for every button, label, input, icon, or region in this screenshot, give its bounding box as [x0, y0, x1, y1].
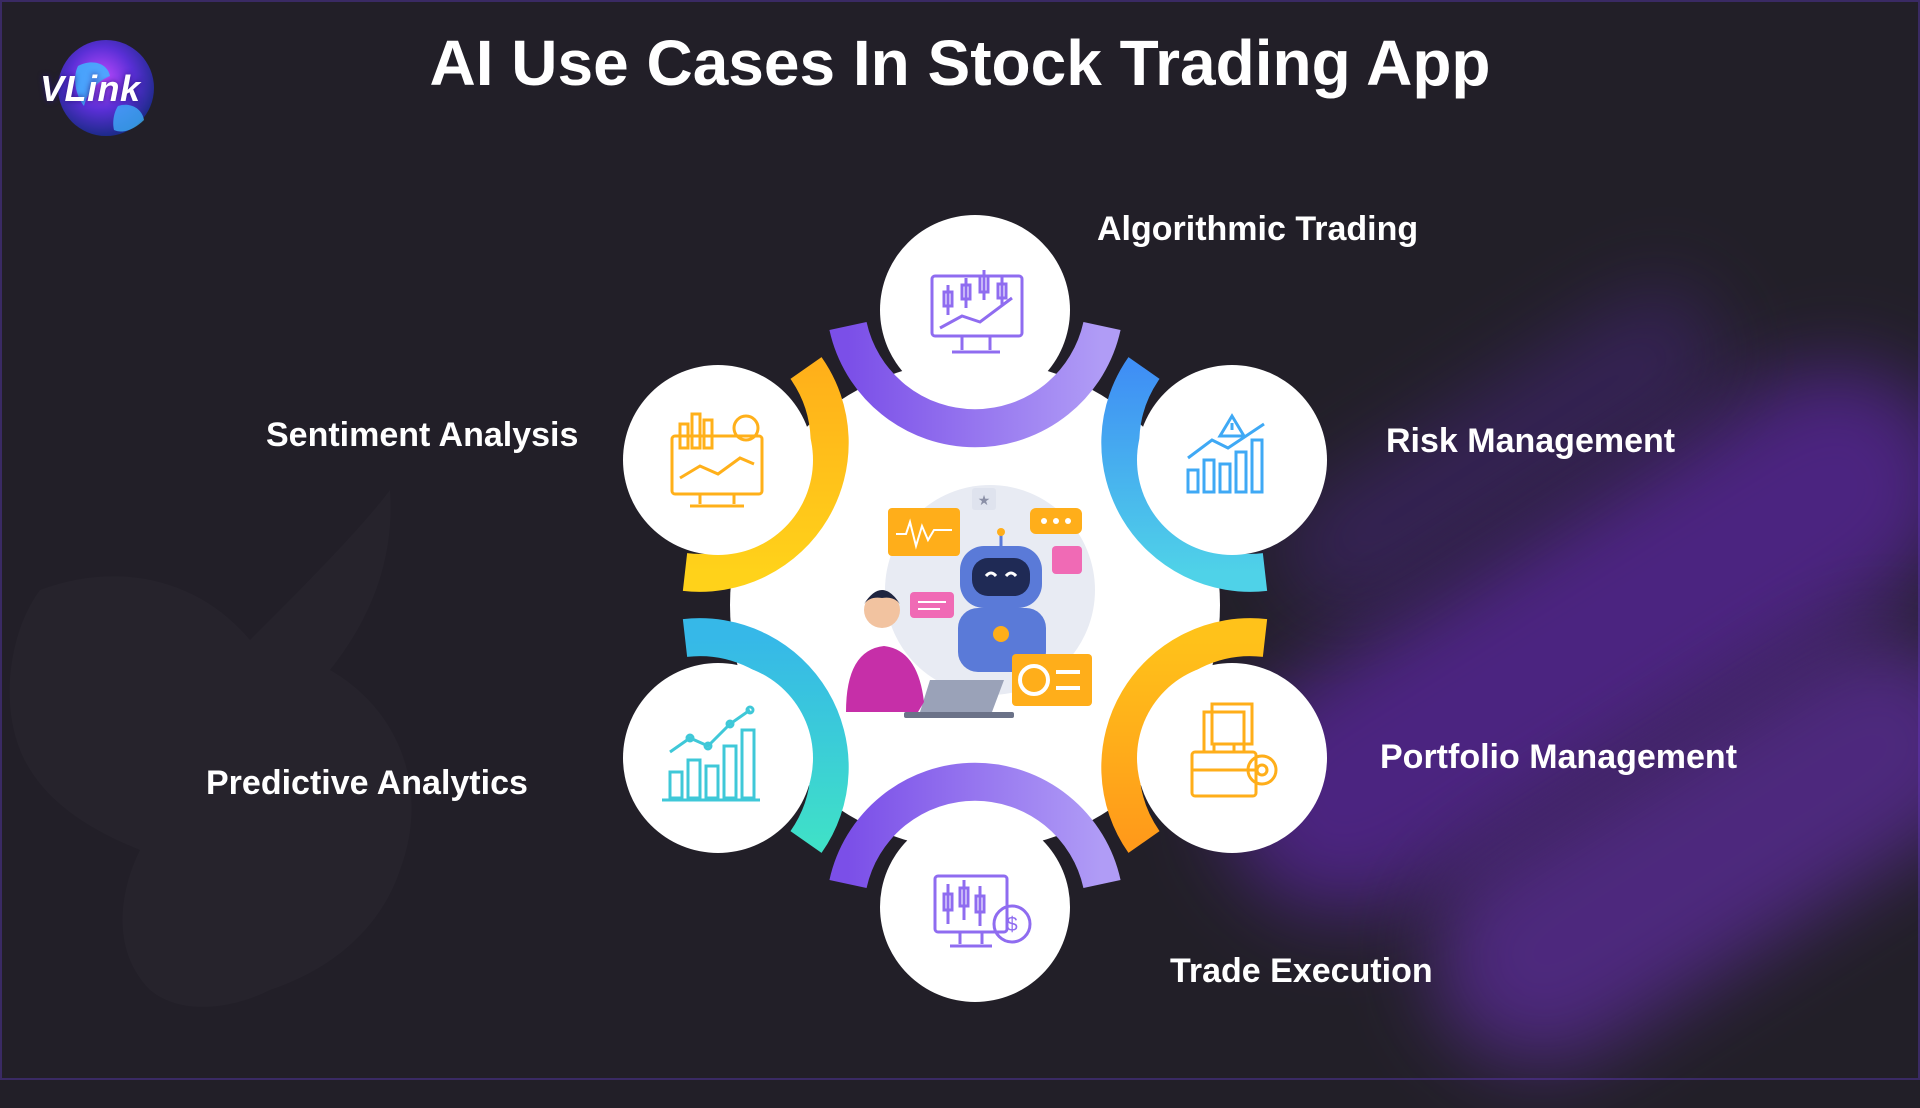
vlink-logo-icon: [58, 40, 154, 136]
use-case-sentiment-analysis: [623, 357, 849, 592]
analytics-dashboard-monitor-icon: [670, 412, 764, 508]
warning-bar-chart-icon: [1186, 413, 1265, 494]
use-case-algorithmic-trading: [829, 215, 1121, 448]
label-sentiment-analysis: Sentiment Analysis: [266, 416, 579, 454]
use-case-portfolio-management: [1101, 618, 1327, 853]
ai-robot-assistant-with-person-illustration: ★: [846, 485, 1095, 718]
use-case-diagram: $: [623, 215, 1327, 1002]
growth-bar-chart-icon: [662, 705, 760, 802]
label-portfolio-management: Portfolio Management: [1380, 738, 1738, 776]
bull-silhouette-icon: [9, 490, 412, 1007]
use-case-risk-management: [1101, 357, 1327, 592]
page-title: AI Use Cases In Stock Trading App: [429, 27, 1491, 99]
label-algorithmic-trading: Algorithmic Trading: [1097, 210, 1419, 248]
use-case-predictive-analytics: [623, 618, 849, 853]
svg-text:$: $: [1006, 914, 1017, 936]
briefcase-gear-documents-icon: [1190, 702, 1278, 798]
label-risk-management: Risk Management: [1386, 422, 1676, 460]
svg-text:★: ★: [978, 493, 991, 509]
label-trade-execution: Trade Execution: [1170, 952, 1433, 990]
label-predictive-analytics: Predictive Analytics: [206, 764, 528, 802]
use-case-trade-execution: $: [829, 762, 1121, 1002]
candlestick-dollar-gear-icon: $: [933, 874, 1032, 948]
logo-text: VLink: [40, 68, 141, 109]
candlestick-monitor-icon: [930, 270, 1024, 354]
